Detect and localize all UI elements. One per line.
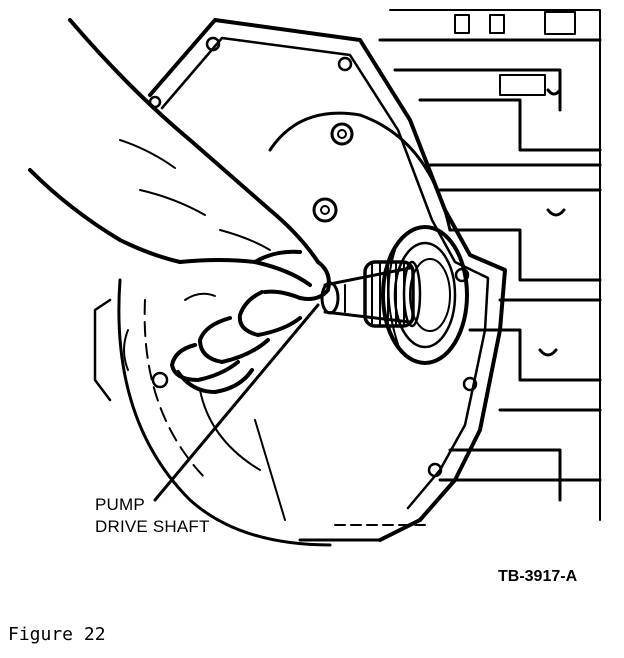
callout-line-2: DRIVE SHAFT bbox=[95, 517, 210, 536]
transmission-case bbox=[378, 9, 602, 521]
callout-line-1: PUMP bbox=[95, 495, 145, 514]
reference-code: TB-3917-A bbox=[498, 568, 578, 585]
callout-leader-line bbox=[153, 303, 320, 502]
pump-drive-shaft-label: PUMP DRIVE SHAFT bbox=[95, 494, 210, 538]
bell-housing-flange bbox=[148, 18, 507, 542]
transmission-illustration bbox=[28, 9, 602, 547]
hand bbox=[28, 18, 331, 394]
figure-caption: Figure 22 bbox=[8, 624, 106, 645]
housing-bore bbox=[93, 111, 452, 547]
pump-drive-shaft bbox=[320, 260, 422, 328]
